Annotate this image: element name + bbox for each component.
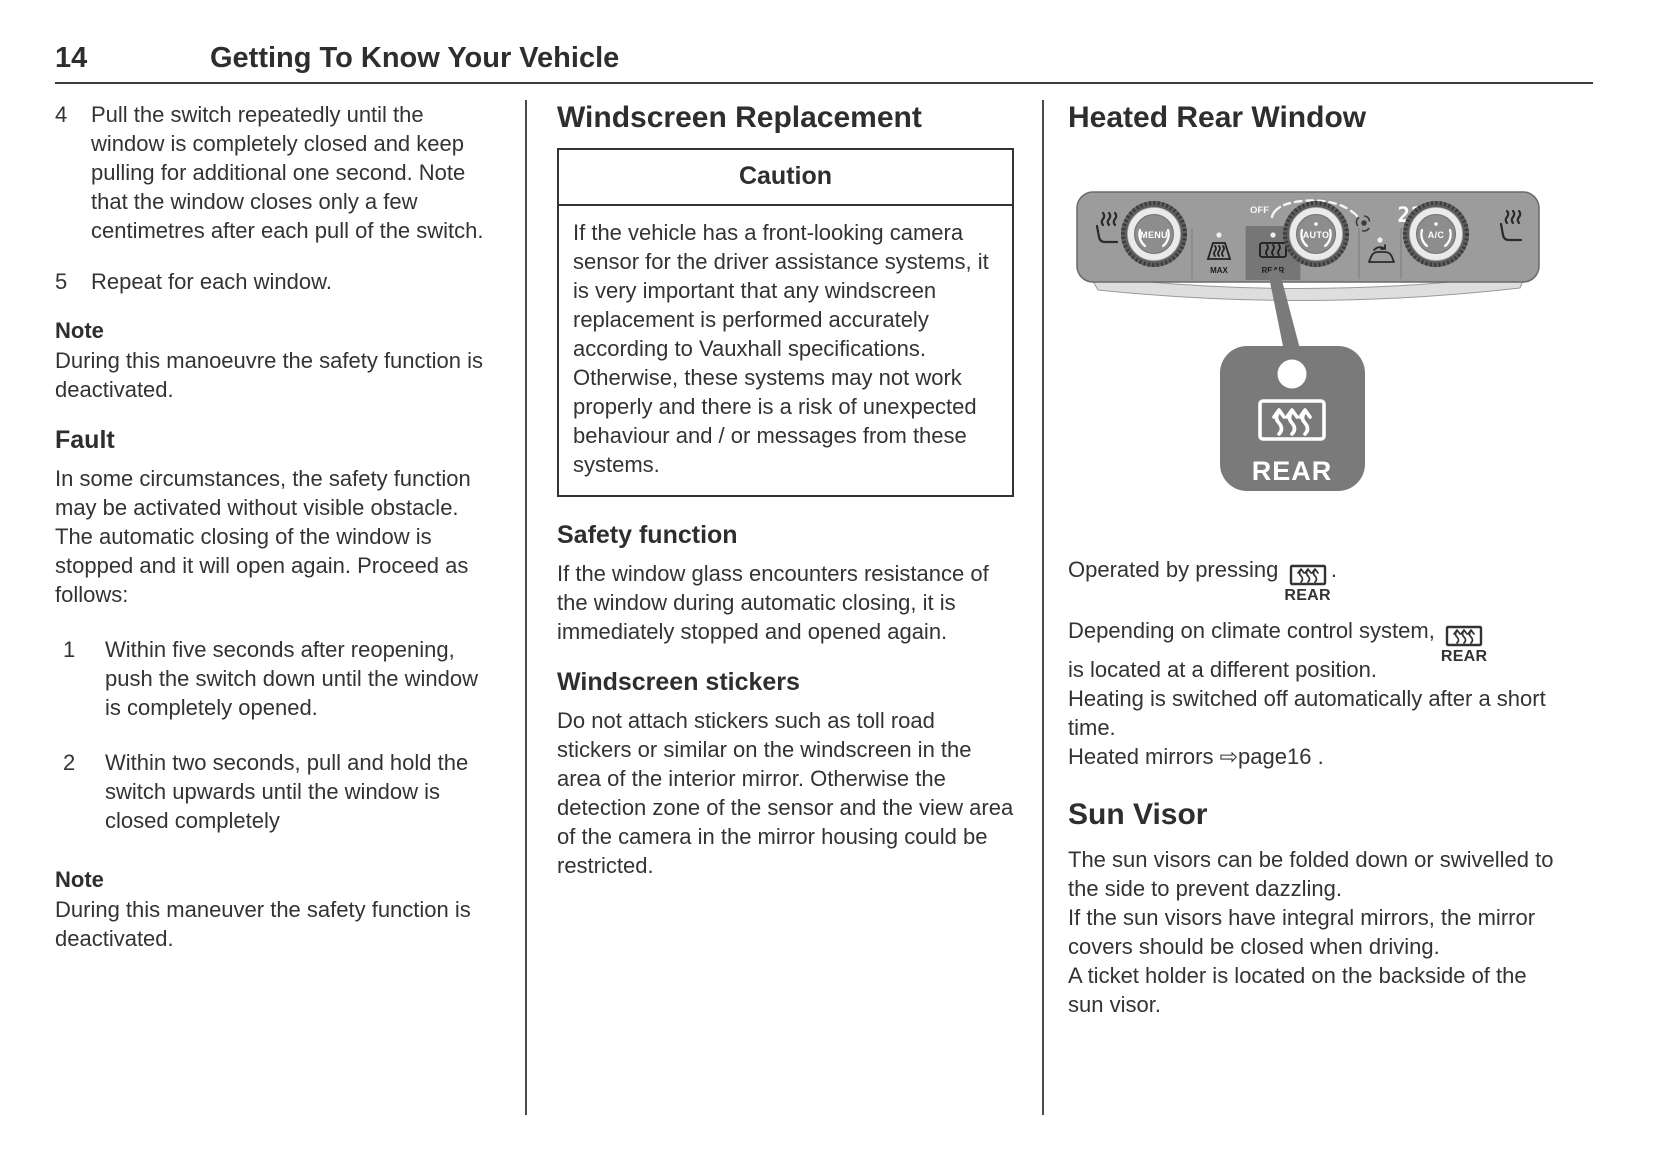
heated-mirrors-line: Heated mirrors ⇨page16 . <box>1068 742 1563 771</box>
fan-speed-arc <box>1282 199 1350 211</box>
windscreen-defrost-icon <box>1206 242 1232 260</box>
caution-title: Caution <box>559 150 1012 206</box>
section-heading-heated-rear-window: Heated Rear Window <box>1068 101 1367 134</box>
heated-rear-window-icon <box>1289 564 1326 586</box>
depending-text: Depending on climate control system, <box>1068 618 1435 643</box>
ac-knob-label: A/C <box>1428 230 1445 240</box>
sentence-period: . <box>1330 557 1338 582</box>
depending-paragraph: Depending on climate control system, REAR… <box>1068 614 1563 771</box>
column-divider <box>525 100 527 1115</box>
column-right: Heated Rear Window <box>1044 100 1593 1115</box>
rear-button-reference: REAR <box>1284 563 1331 604</box>
note-block: Note During this maneuver the safety fun… <box>55 865 487 953</box>
manual-page: 14 Getting To Know Your Vehicle 4 Pull t… <box>55 42 1593 1115</box>
step-text: Within five seconds after reopening, pus… <box>105 637 478 720</box>
heated-rear-window-icon <box>1445 625 1483 647</box>
step-item: 2 Within two seconds, pull and hold the … <box>63 748 487 835</box>
led-dot <box>1216 232 1222 238</box>
led-dot <box>1277 359 1307 389</box>
step-number: 1 <box>63 637 76 662</box>
menu-knob-label: MENU <box>1140 230 1168 240</box>
note-text: During this manoeuvre the safety functio… <box>55 348 484 402</box>
column-middle: Windscreen Replacement Caution If the ve… <box>527 100 1042 1115</box>
step-text: Within two seconds, pull and hold the sw… <box>105 750 469 833</box>
led-dot <box>1377 237 1383 243</box>
callout-rear-label: REAR <box>1252 456 1333 486</box>
operated-by-text: Operated by pressing <box>1068 557 1279 582</box>
air-recirculation-icon <box>1368 244 1395 263</box>
three-column-layout: 4 Pull the switch repeatedly until the w… <box>55 100 1593 1115</box>
section-heading-sun-visor: Sun Visor <box>1068 798 1208 831</box>
off-label: OFF <box>1250 205 1269 216</box>
heating-switch-off-text: Heating is switched off automatically af… <box>1068 686 1546 740</box>
sun-visor-line: A ticket holder is located on the backsi… <box>1068 963 1527 1017</box>
panel-bottom-lip <box>1089 273 1527 302</box>
heated-rear-window-icon <box>1258 399 1326 441</box>
subheading-windscreen-stickers: Windscreen stickers <box>557 668 800 696</box>
text-line: is located at a different position. <box>1068 657 1378 682</box>
auto-fan-knob: OFF AU <box>1250 199 1371 267</box>
rear-window-heating-button: REAR <box>1259 232 1287 275</box>
max-defrost-button: MAX <box>1206 232 1232 275</box>
led-dot <box>1270 232 1276 238</box>
subheading-safety-function: Safety function <box>557 521 738 549</box>
note-block: Note During this manoeuvre the safety fu… <box>55 316 487 404</box>
callout-pointer <box>1268 269 1300 351</box>
rear-button-reference: REAR <box>1441 624 1488 665</box>
heated-seat-icon <box>1499 209 1523 242</box>
column-left: 4 Pull the switch repeatedly until the w… <box>55 100 525 1115</box>
sun-visor-paragraph: The sun visors can be folded down or swi… <box>1068 845 1563 1019</box>
rear-ref-label: REAR <box>1284 587 1331 604</box>
section-heading-windscreen: Windscreen Replacement <box>557 101 922 134</box>
sentence-period: . <box>1311 744 1324 769</box>
safety-function-text: If the window glass encounters resistanc… <box>557 561 989 644</box>
menu-knob: MENU <box>1121 201 1187 267</box>
header-rule <box>55 82 1593 84</box>
ac-knob: A/C <box>1403 201 1469 267</box>
step-item: 1 Within five seconds after reopening, p… <box>63 635 487 722</box>
air-recirculation-button <box>1368 237 1395 263</box>
climate-panel-figure: MENU MAX <box>1076 191 1540 491</box>
note-heading: Note <box>55 318 104 343</box>
caution-text: If the vehicle has a front-looking camer… <box>573 220 989 477</box>
max-button-label: MAX <box>1210 266 1228 275</box>
heated-seat-icon <box>1095 211 1119 244</box>
note-text: During this maneuver the safety function… <box>55 897 471 951</box>
page-reference-link: ⇨page16 <box>1219 744 1312 769</box>
step-text: Pull the switch repeatedly until the win… <box>91 102 484 243</box>
step-item: 4 Pull the switch repeatedly until the w… <box>55 100 487 245</box>
text-line: Depending on climate control system, REAR <box>1068 614 1563 665</box>
sun-visor-line: If the sun visors have integral mirrors,… <box>1068 905 1536 959</box>
step-number: 2 <box>63 750 76 775</box>
rear-ref-label: REAR <box>1440 648 1488 665</box>
page-title: Getting To Know Your Vehicle <box>210 42 620 74</box>
page-number: 14 <box>55 42 88 74</box>
step-number: 5 <box>55 269 68 294</box>
rear-button-callout: REAR <box>1220 346 1365 491</box>
sun-visor-line: The sun visors can be folded down or swi… <box>1068 847 1554 901</box>
column-divider <box>1042 100 1044 1115</box>
numbered-steps-top: 4 Pull the switch repeatedly until the w… <box>55 100 487 296</box>
fault-text: In some circumstances, the safety functi… <box>55 466 471 607</box>
windscreen-stickers-text: Do not attach stickers such as toll road… <box>557 708 1014 878</box>
caution-box: Caution If the vehicle has a front-looki… <box>557 148 1014 497</box>
step-item: 5 Repeat for each window. <box>55 267 487 296</box>
numbered-steps-bottom: 1 Within five seconds after reopening, p… <box>55 635 487 835</box>
step-number: 4 <box>55 102 68 127</box>
page-header: 14 Getting To Know Your Vehicle <box>55 42 1593 75</box>
fault-heading: Fault <box>55 426 115 454</box>
heated-rear-window-icon <box>1259 242 1287 258</box>
fan-icon <box>1355 215 1371 232</box>
heated-mirrors-text: Heated mirrors <box>1068 744 1220 769</box>
rear-button-label: REAR <box>1262 266 1285 275</box>
note-heading: Note <box>55 867 104 892</box>
auto-knob-label: AUTO <box>1303 230 1330 240</box>
step-text: Repeat for each window. <box>91 269 332 294</box>
